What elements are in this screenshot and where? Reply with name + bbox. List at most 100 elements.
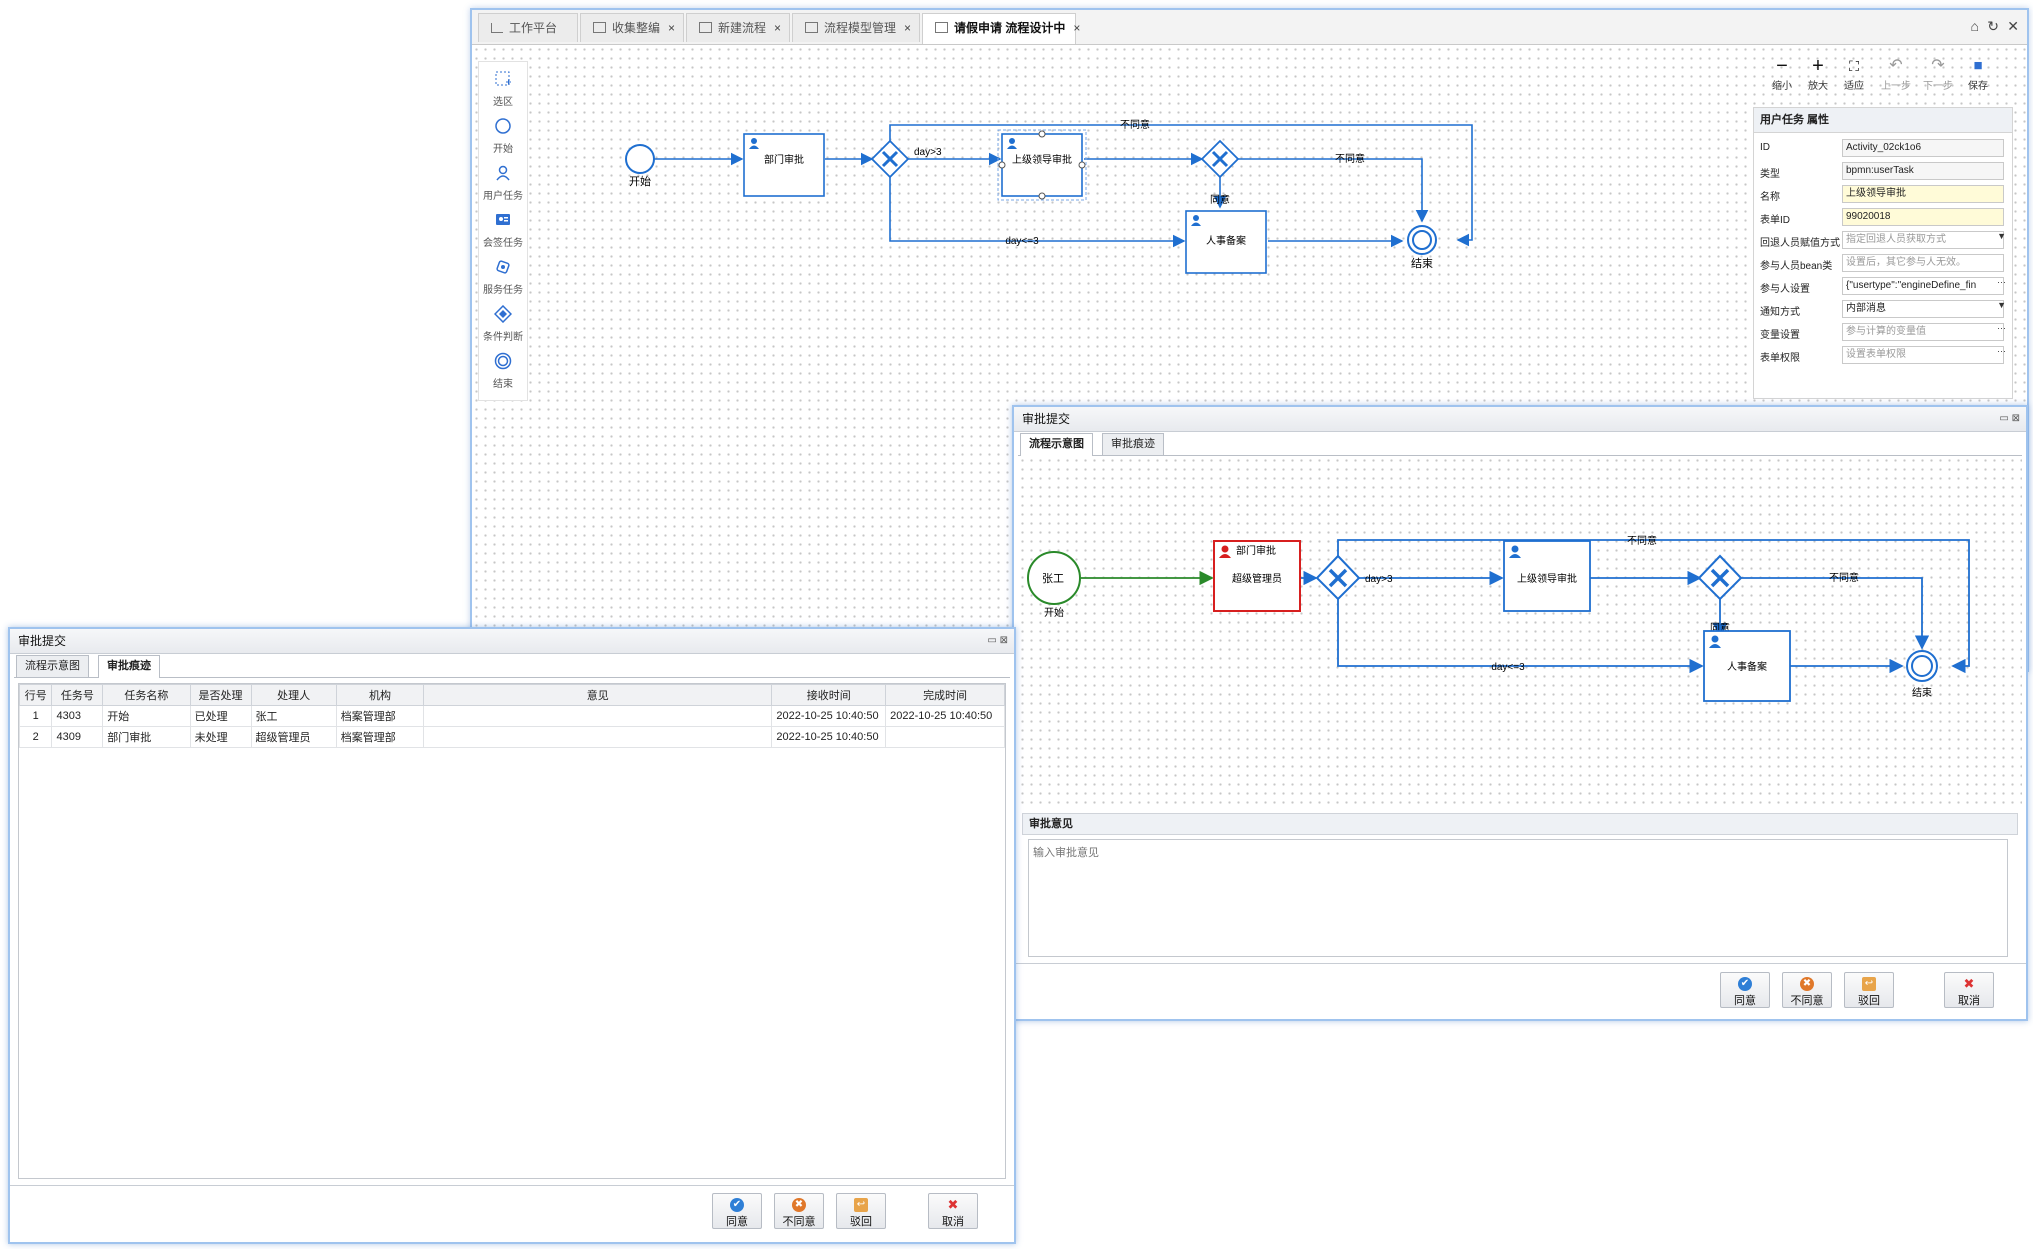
cancel-icon: ✖	[947, 1197, 959, 1212]
table-row[interactable]: 1 4303 开始 已处理 张工 档案管理部 2022-10-25 10:40:…	[19, 705, 1005, 727]
tab-collect[interactable]: 收集整编×	[580, 13, 684, 42]
prop-label: 回退人员赋值方式	[1760, 238, 1840, 249]
approval-dialog-diagram: 审批提交 ▭ ⊠ 流程示意图 审批痕迹 张工 开始	[1012, 405, 2028, 1021]
close-all-icon[interactable]: ✕	[2007, 18, 2019, 34]
prop-form-permission-field[interactable]: 设置表单权限	[1842, 346, 2004, 364]
tab-approval-trace[interactable]: 审批痕迹	[98, 655, 160, 678]
palette-end[interactable]: 结束	[479, 352, 527, 390]
zoom-out-button[interactable]: −缩小	[1763, 55, 1801, 92]
zoom-in-button[interactable]: +放大	[1799, 55, 1837, 92]
close-icon[interactable]: ×	[1073, 21, 1081, 35]
designer-toolbar: −缩小 +放大 ⛶适应 ↶上一步 ↷下一步 ■保存	[1763, 55, 2013, 101]
disagree-button[interactable]: ✖不同意	[1782, 972, 1832, 1008]
prop-row-participants: 参与人设置{"usertype":"engineDefine_fin···	[1754, 277, 2012, 297]
selection-outline	[997, 129, 1087, 201]
tool-label: 下一步	[1923, 81, 1953, 92]
col-header[interactable]: 是否处理	[189, 684, 252, 706]
flow-label: day<=3	[1005, 236, 1039, 247]
redo-button[interactable]: ↷下一步	[1919, 55, 1957, 92]
cell-completed	[885, 726, 1005, 748]
close-icon[interactable]: ×	[774, 21, 782, 35]
maximize-icon[interactable]: ▭	[1999, 413, 2009, 424]
user-icon	[1191, 215, 1201, 226]
col-header[interactable]: 接收时间	[771, 684, 887, 706]
prop-row-name: 名称 上级领导审批	[1754, 185, 2012, 205]
tab-approval-trace[interactable]: 审批痕迹	[1102, 433, 1164, 455]
undo-button[interactable]: ↶上一步	[1877, 55, 1915, 92]
more-icon[interactable]: ···	[1997, 323, 2006, 333]
palette-gateway[interactable]: 条件判断	[479, 304, 527, 343]
prop-notify-select[interactable]: 内部消息	[1842, 300, 2004, 318]
reject-button[interactable]: ↩驳回	[836, 1193, 886, 1229]
tab-leave-request-design[interactable]: 请假申请 流程设计中×	[922, 13, 1080, 44]
palette-countersign-task[interactable]: 会签任务	[479, 211, 527, 249]
cell-processed: 未处理	[189, 726, 252, 748]
prop-label: 表单权限	[1760, 353, 1800, 364]
tab-workbench[interactable]: 工作平台	[478, 13, 578, 42]
prop-participants-field[interactable]: {"usertype":"engineDefine_fin	[1842, 277, 2004, 295]
disagree-button[interactable]: ✖不同意	[774, 1193, 824, 1229]
table-header-row: 行号 任务号 任务名称 是否处理 处理人 机构 意见 接收时间 完成时间	[19, 684, 1005, 706]
tab-new-process[interactable]: 新建流程 ×	[686, 13, 790, 42]
agree-button[interactable]: ✔同意	[712, 1193, 762, 1229]
palette-service-task[interactable]: 服务任务	[479, 258, 527, 296]
col-header[interactable]: 机构	[335, 684, 425, 706]
home-icon[interactable]: ⌂	[1970, 18, 1979, 34]
maximize-icon[interactable]: ▭	[987, 635, 997, 646]
fit-button[interactable]: ⛶适应	[1835, 55, 1873, 92]
col-header[interactable]: 处理人	[250, 684, 337, 706]
prop-bean-field[interactable]: 设置后，其它参与人无效。	[1842, 254, 2004, 272]
tab-flow-diagram[interactable]: 流程示意图	[1020, 433, 1093, 456]
cell-task-name: 开始	[102, 705, 191, 727]
cell-org: 档案管理部	[335, 705, 425, 727]
more-icon[interactable]: ···	[1997, 346, 2006, 356]
close-icon[interactable]: ×	[668, 21, 676, 35]
table-row[interactable]: 2 4309 部门审批 未处理 超级管理员 档案管理部 2022-10-25 1…	[19, 726, 1005, 748]
col-header[interactable]: 完成时间	[885, 684, 1005, 706]
prop-form-id-field[interactable]: 99020018	[1842, 208, 2004, 226]
cell-received: 2022-10-25 10:40:50	[771, 705, 887, 727]
prop-variables-field[interactable]: 参与计算的变量值	[1842, 323, 2004, 341]
save-button[interactable]: ■保存	[1959, 55, 1997, 92]
close-icon[interactable]: ⊠	[999, 635, 1008, 646]
button-label: 同意	[726, 1216, 748, 1228]
opinion-textarea[interactable]	[1028, 839, 2008, 957]
palette-select-region[interactable]: 选区	[479, 70, 527, 108]
fit-icon: ⛶	[1849, 58, 1859, 74]
prop-id-field[interactable]: Activity_02ck1o6	[1842, 139, 2004, 157]
tab-flow-diagram[interactable]: 流程示意图	[16, 655, 89, 677]
designer-canvas[interactable]: 选区 开始 用户任务 会签任务 服务任务 条件判断	[472, 45, 2027, 670]
prop-label: 名称	[1760, 192, 1780, 203]
close-icon[interactable]: ×	[904, 21, 912, 35]
reject-button[interactable]: ↩驳回	[1844, 972, 1894, 1008]
prop-name-field[interactable]: 上级领导审批	[1842, 185, 2004, 203]
col-header[interactable]: 任务名称	[102, 684, 191, 706]
cell-row-no: 2	[19, 726, 53, 748]
col-header[interactable]: 意见	[423, 684, 773, 706]
close-icon[interactable]: ⊠	[2011, 413, 2020, 424]
start-label: 开始	[1044, 606, 1064, 619]
more-icon[interactable]: ···	[1997, 277, 2006, 287]
zoom-out-icon: −	[1776, 55, 1788, 77]
prop-type-field[interactable]: bpmn:userTask	[1842, 162, 2004, 180]
return-icon: ↩	[854, 1198, 868, 1212]
palette-user-task[interactable]: 用户任务	[479, 164, 527, 202]
tab-bar: 工作平台 收集整编× 新建流程 × 流程模型管理× 请假申请 流程设计中× ⌂ ↻…	[472, 10, 2027, 45]
cell-processed: 已处理	[189, 705, 252, 727]
agree-button[interactable]: ✔同意	[1720, 972, 1770, 1008]
col-header[interactable]: 行号	[19, 684, 53, 706]
tab-label: 新建流程	[718, 21, 767, 35]
refresh-icon[interactable]: ↻	[1987, 18, 1999, 34]
flow-label: 不同意	[1829, 571, 1859, 584]
tab-model-management[interactable]: 流程模型管理×	[792, 13, 920, 42]
col-header[interactable]: 任务号	[51, 684, 104, 706]
cancel-button[interactable]: ✖取消	[1944, 972, 1994, 1008]
exclusive-gateway-icon	[1710, 568, 1730, 588]
palette-start[interactable]: 开始	[479, 117, 527, 155]
prop-rollback-select[interactable]: 指定回退人员获取方式	[1842, 231, 2004, 249]
cancel-button[interactable]: ✖取消	[928, 1193, 978, 1229]
end-event-icon	[479, 352, 527, 372]
chevron-down-icon: ▼	[1997, 300, 2006, 310]
select-region-icon	[479, 70, 527, 90]
